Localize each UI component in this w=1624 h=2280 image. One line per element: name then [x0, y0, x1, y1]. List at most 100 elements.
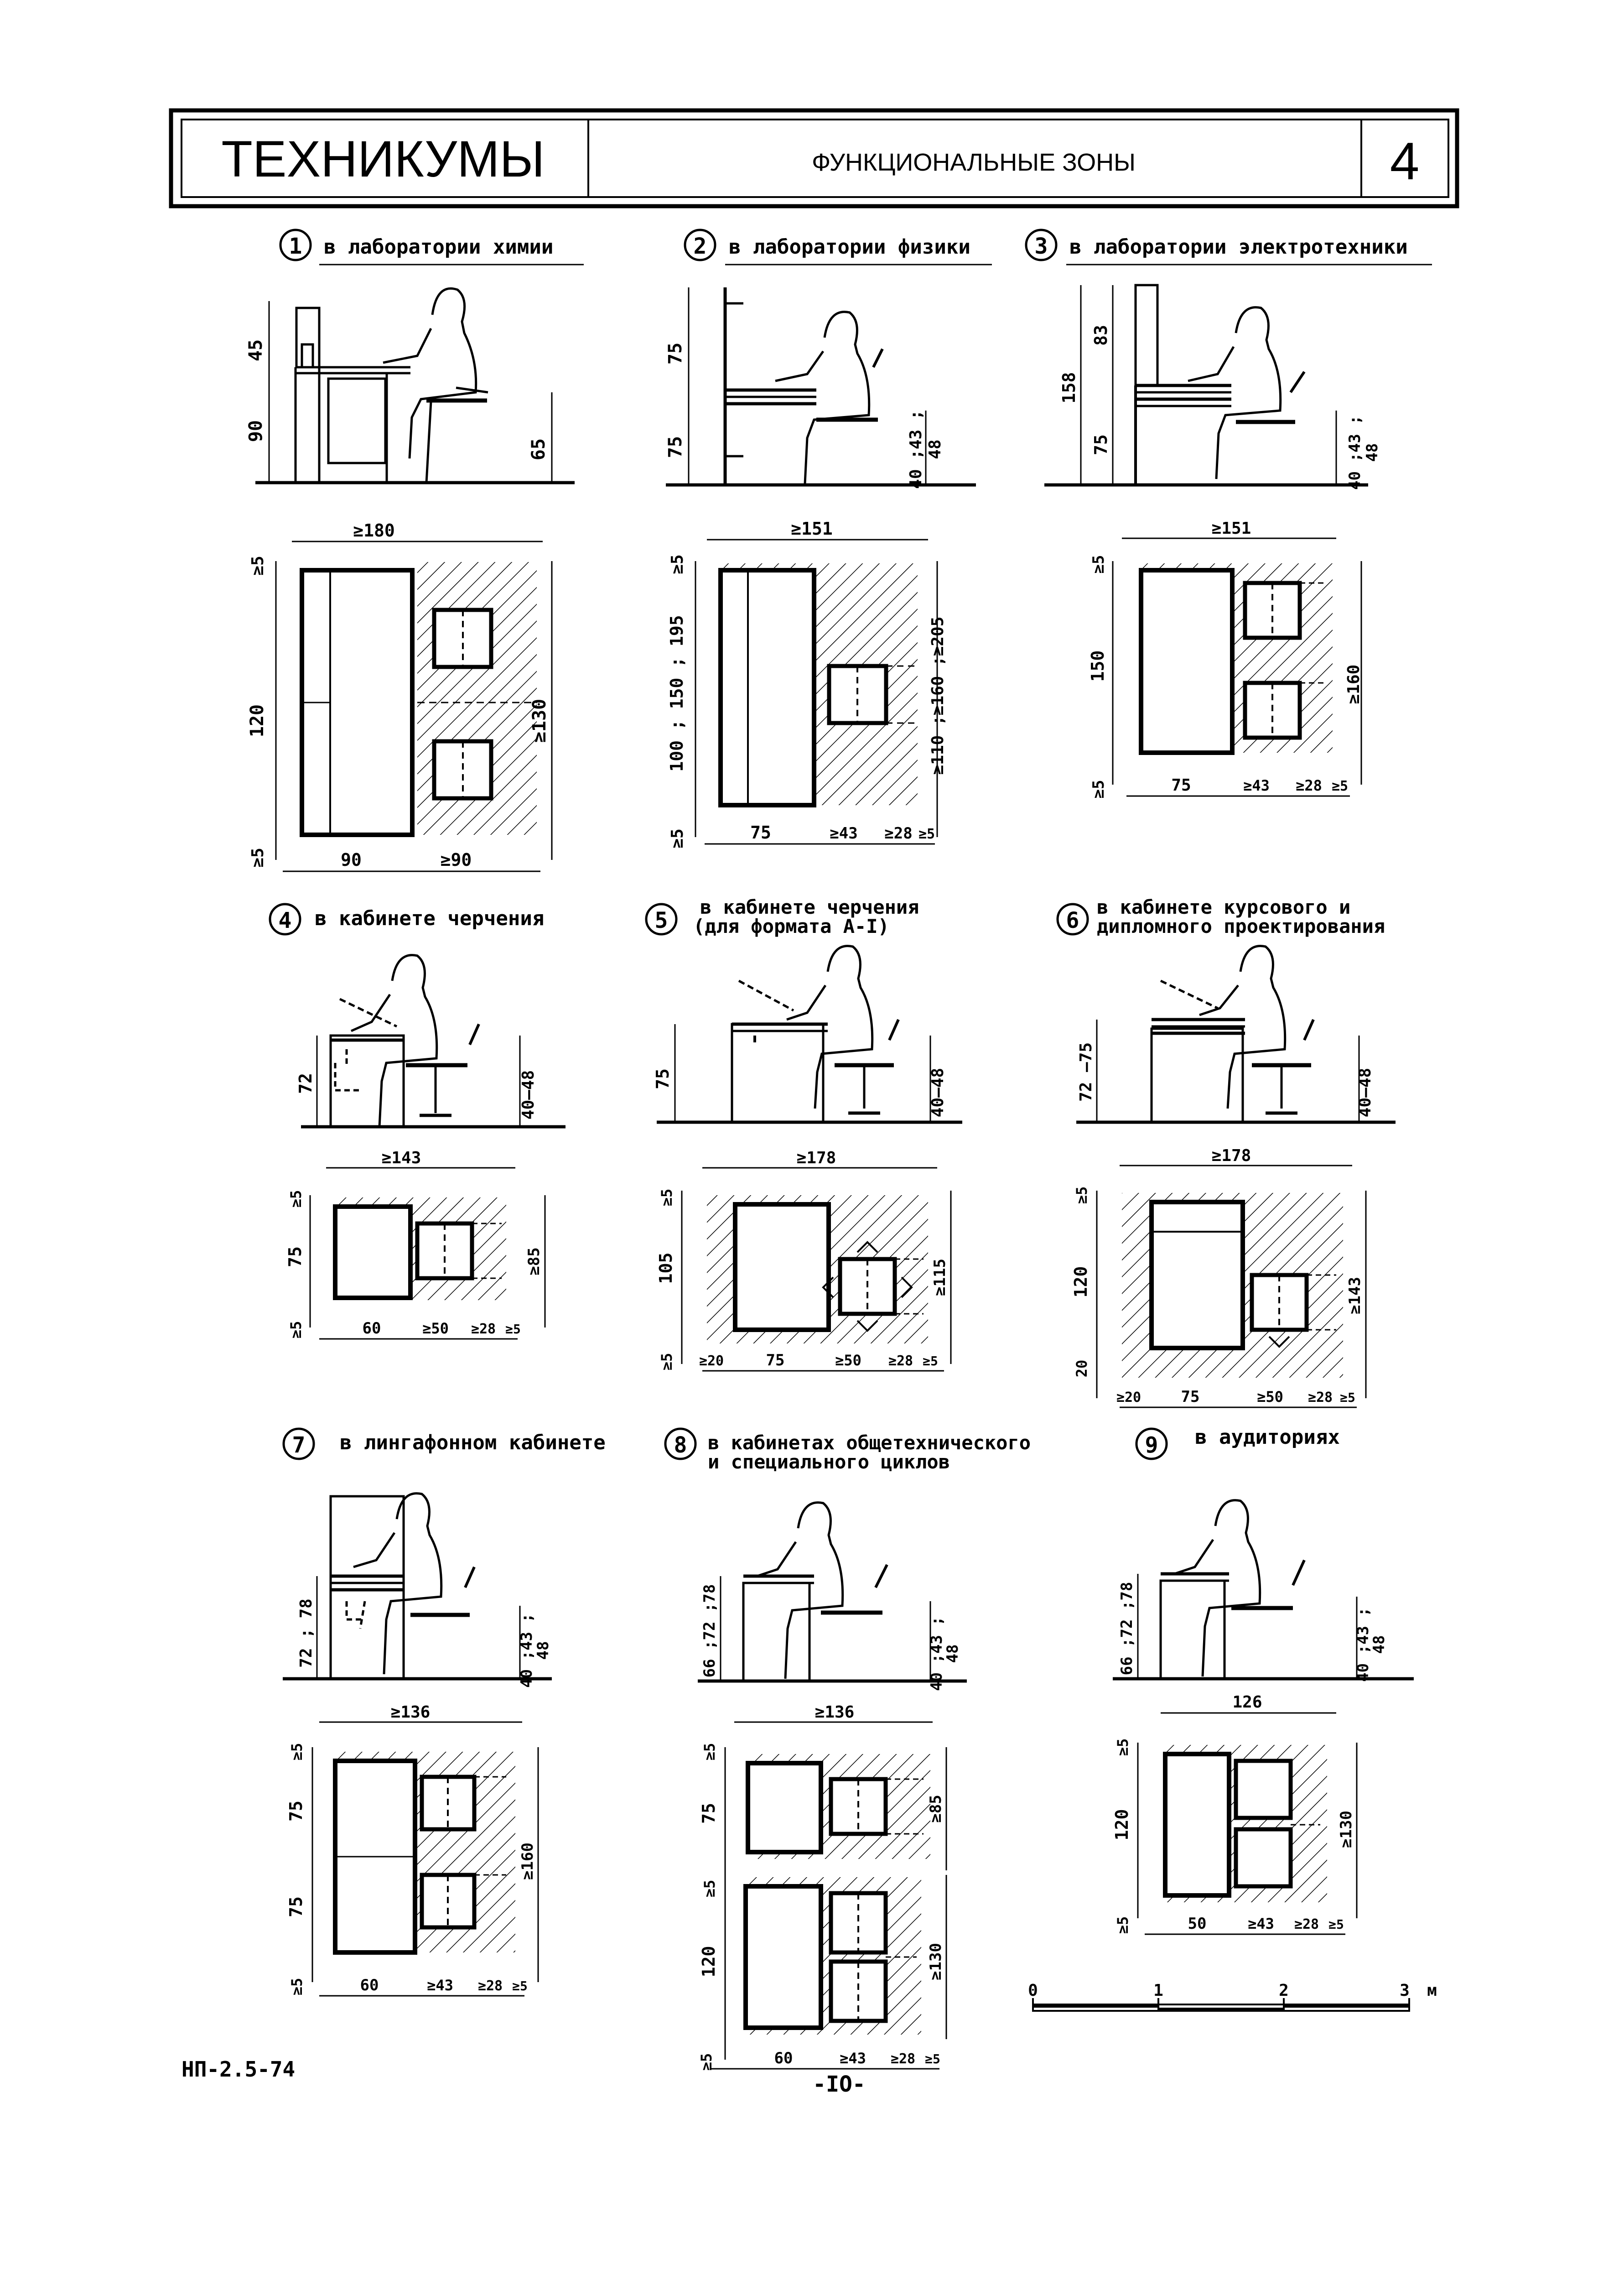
page-number: -IO-: [813, 2072, 866, 2097]
dim-label: 150: [1088, 651, 1108, 682]
panel-label: в кабинете курсового и: [1097, 896, 1350, 918]
dim-label: ≥50: [422, 1320, 449, 1337]
dim-label: 75: [1171, 776, 1191, 795]
dim-label: ≥180: [353, 521, 395, 541]
scale-unit: м: [1427, 1981, 1437, 2000]
dim-label: 48: [926, 439, 944, 459]
panel-number: 8: [674, 1432, 687, 1458]
dim-label: 75: [1091, 434, 1111, 455]
panel-5-drafting-room-a1: 5 в кабинете черчения (для формата А-I) …: [645, 896, 962, 1372]
dim-label: 120: [1071, 1266, 1091, 1298]
floor-plan: [1112, 537, 1362, 797]
dim-label: ≥28: [1308, 1390, 1333, 1405]
side-elevation: [1076, 945, 1396, 1124]
dim-label: ≥5: [249, 556, 267, 575]
dim-label: ≥28: [478, 1978, 503, 1994]
dim-label: 40 ;43 ;: [1346, 415, 1364, 490]
dim-label: 40–48: [1356, 1068, 1375, 1117]
dim-label: 40 ;43 ;: [1354, 1607, 1372, 1682]
dim-label: 72 ; 78: [297, 1598, 316, 1668]
dim-label: 75: [285, 1246, 305, 1267]
panel-1-chemistry-lab: 1 в лаборатории химии 45 90 65: [245, 229, 584, 872]
panel-number: 1: [289, 234, 302, 259]
dim-label: ≥5: [1114, 1739, 1131, 1756]
dim-label: 126: [1232, 1693, 1262, 1712]
dim-label: ≥5: [668, 554, 687, 574]
dim-label: 75: [665, 343, 686, 364]
dim-label: 75: [766, 1351, 785, 1369]
dim-label: ≥20: [1116, 1390, 1141, 1405]
dim-label: ≥5: [1328, 1917, 1344, 1932]
side-elevation: [301, 954, 566, 1129]
dim-label: 120: [699, 1946, 719, 1978]
header-subtitle: ФУНКЦИОНАЛЬНЫЕ ЗОНЫ: [812, 149, 1136, 176]
floor-plan: [681, 1167, 952, 1372]
dim-label: 60: [363, 1319, 381, 1338]
dim-label: ≥85: [927, 1795, 945, 1822]
dim-label: 40–48: [929, 1068, 947, 1117]
floor-plan: [1096, 1165, 1367, 1408]
dim-label: ≥43: [1243, 777, 1270, 794]
dim-label: ≥5: [925, 2051, 940, 2067]
side-elevation: [255, 287, 575, 484]
dim-label: 45: [245, 339, 266, 361]
floor-plan: [309, 1167, 546, 1340]
panel-2-physics-lab: 2 в лаборатории физики 75 75 40 ;43 ; 48: [665, 229, 992, 848]
side-elevation: [698, 1501, 967, 1683]
dim-label: ≥178: [797, 1149, 836, 1167]
panel-9-auditoriums: 9 в аудиториях 66 ;72 ;78 40 ;43 ; 48: [1112, 1426, 1414, 1935]
panel-number: 5: [655, 908, 668, 933]
dim-label: ≥43: [1248, 1915, 1274, 1932]
dim-label: 75: [286, 1801, 306, 1822]
dim-label: ≥5: [1332, 778, 1348, 794]
dim-label: ≥5: [918, 826, 935, 842]
dim-label: ≥136: [391, 1703, 431, 1722]
dim-label: ≥5: [505, 1322, 521, 1337]
dim-label: ≥5: [1073, 1187, 1090, 1204]
dim-label: ≥5: [1090, 555, 1108, 574]
panel-6-course-design-room: 6 в кабинете курсового и дипломного прое…: [1056, 896, 1396, 1408]
dim-label: ≥178: [1212, 1146, 1251, 1165]
dim-label: 158: [1059, 372, 1079, 404]
panel-label: в аудиториях: [1195, 1426, 1340, 1449]
dim-label: 40 ;43 ;: [518, 1613, 536, 1688]
dim-label: ≥28: [888, 1353, 913, 1369]
dim-label: ≥5: [288, 1743, 306, 1761]
panel-label: в кабинетах общетехнического: [708, 1432, 1031, 1454]
panel-label: в лаборатории физики: [729, 235, 970, 259]
dim-label: ≥43: [830, 824, 857, 843]
dim-label: 40–48: [519, 1070, 538, 1119]
dim-label: 83: [1091, 325, 1111, 346]
dim-label: 75: [665, 436, 686, 458]
dim-label: ≥28: [1294, 1916, 1319, 1932]
dim-label: 60: [360, 1976, 379, 1994]
panel-number: 6: [1066, 908, 1079, 933]
panel-number: 9: [1145, 1432, 1158, 1458]
dim-label: 48: [944, 1645, 962, 1663]
dim-label: 75: [699, 1803, 719, 1824]
dim-label: 60: [774, 2049, 793, 2067]
dim-label: 72 –75: [1077, 1042, 1095, 1102]
dim-label: 48: [1363, 443, 1381, 462]
dim-label: 40 ;43 ;: [907, 410, 925, 489]
floor-plan: [695, 539, 938, 845]
dim-label: ≥28: [471, 1321, 496, 1337]
scale-tick-label: 0: [1028, 1981, 1038, 2000]
dim-label: 48: [534, 1641, 552, 1660]
dim-label: 75: [750, 822, 771, 843]
dim-label: 48: [1370, 1635, 1388, 1654]
panel-label: и специального циклов: [708, 1451, 950, 1473]
side-elevation: [657, 945, 962, 1124]
dim-label: ≥5: [658, 1353, 675, 1371]
dim-label: 90: [245, 420, 266, 442]
side-elevation: [1113, 1499, 1414, 1681]
dim-label: ≥28: [1296, 777, 1322, 794]
dim-label: ≥130: [927, 1943, 945, 1980]
dim-label: ≥5: [1340, 1390, 1355, 1405]
dim-label: ≥5: [1090, 780, 1108, 799]
dim-label: ≥28: [891, 2051, 915, 2067]
sheet-number: 4: [1390, 131, 1420, 191]
dim-label: ≥130: [1337, 1811, 1355, 1848]
panel-3-electrotech-lab: 3 в лаборатории электротехники 158 83 75…: [1025, 229, 1432, 799]
